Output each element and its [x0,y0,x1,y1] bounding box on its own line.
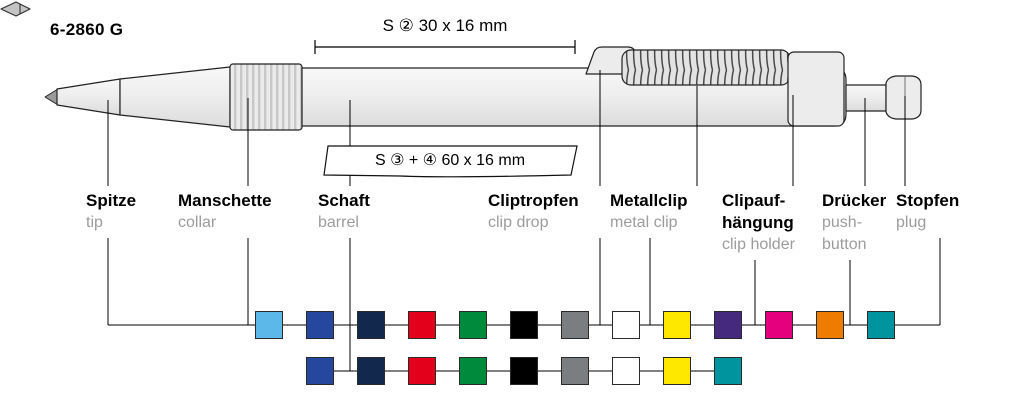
color-swatch-light-blue [255,311,283,339]
part-label-metal-clip: Metallclip metal clip [610,190,687,234]
part-label-collar-de: Manschette [178,191,272,210]
front-section-shape [119,66,231,128]
part-label-push-button-de: Drücker [822,191,887,210]
color-swatch-gray [561,357,589,385]
dimension-line-top [314,40,576,54]
metal-clip-shape [621,49,791,86]
color-swatch-white [612,311,640,339]
color-swatch-yellow [663,311,691,339]
part-label-collar: Manschette collar [178,190,272,234]
color-swatch-teal [867,311,895,339]
color-swatch-black [510,357,538,385]
part-label-barrel-de: Schaft [318,191,370,210]
color-swatch-violet [714,311,742,339]
tip-cone-shape [56,78,121,116]
color-connector-lines [107,238,941,372]
color-swatch-green [459,357,487,385]
part-label-push-button-en2: button [822,236,867,253]
part-label-plug: Stopfen plug [896,190,959,234]
part-label-clip-holder-de2: hängung [722,213,794,232]
print-area-dimension-banner: S ③ + ④ 60 x 16 mm [374,152,526,169]
color-swatch-blue [306,357,334,385]
part-label-tip: Spitze tip [86,190,136,234]
color-swatch-green [459,311,487,339]
dimension-banner-shape [323,145,578,178]
model-code: 6-2860 G [50,20,124,39]
clip-holder-shape [787,51,845,127]
part-label-collar-en: collar [178,214,217,231]
part-label-barrel: Schaft barrel [318,190,370,234]
color-swatch-black [510,311,538,339]
part-label-plug-de: Stopfen [896,191,960,210]
part-label-barrel-en: barrel [318,214,359,231]
plug-shape [885,75,922,120]
color-swatch-magenta [765,311,793,339]
part-label-clip-drop-de: Cliptropfen [488,191,579,210]
color-row-barrel [306,357,742,385]
part-label-tip-de: Spitze [86,191,137,210]
push-button-shape [845,84,887,112]
part-label-metal-clip-de: Metallclip [610,191,688,210]
color-swatch-dark-blue [357,357,385,385]
color-swatch-teal [714,357,742,385]
collar-shape [229,63,303,131]
color-swatch-dark-blue [357,311,385,339]
color-swatch-gray [561,311,589,339]
part-label-clip-drop: Cliptropfen clip drop [488,190,579,234]
part-label-clip-drop-en: clip drop [488,214,549,231]
part-label-clip-holder-de1: Clipauf- [722,191,786,210]
part-label-plug-en: plug [896,214,927,231]
color-swatch-yellow [663,357,691,385]
color-swatch-white [612,357,640,385]
ballpoint-tip-shape [44,88,59,106]
pen-illustration [44,46,922,131]
part-label-push-button-en1: push- [822,214,863,231]
part-label-tip-en: tip [86,214,103,231]
color-swatch-blue [306,311,334,339]
color-swatch-orange [816,311,844,339]
part-label-clip-holder-en: clip holder [722,236,795,253]
color-swatch-red [408,311,436,339]
color-row-trim [255,311,895,339]
color-swatch-red [408,357,436,385]
part-label-clip-holder: Clipauf- hängung clip holder [722,190,795,256]
part-label-metal-clip-en: metal clip [610,214,678,231]
print-area-dimension-top: S ② 30 x 16 mm [382,16,508,35]
pen-shape-icon [0,1,31,17]
part-label-push-button: Drücker push- button [822,190,886,256]
